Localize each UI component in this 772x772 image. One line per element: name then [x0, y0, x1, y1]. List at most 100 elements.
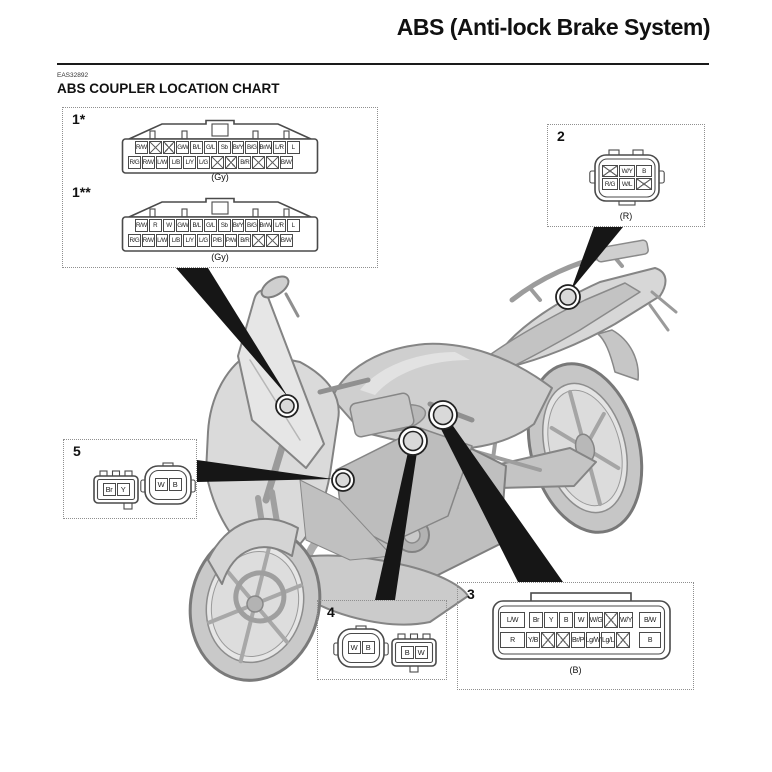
pin-cell: G/W — [176, 219, 190, 232]
pin-cell — [636, 178, 652, 190]
pin-cell: Br/W — [259, 141, 272, 154]
pin-cell: L/W — [155, 233, 169, 247]
callout-wedge-5 — [197, 460, 333, 482]
pin-cell: L/R — [272, 219, 286, 232]
callout-number-2: 2 — [557, 128, 565, 144]
callout-wedge-4 — [375, 452, 417, 600]
pin-cell: L/W — [500, 612, 525, 628]
section-heading: ABS COUPLER LOCATION CHART — [57, 81, 280, 96]
pin-cell: B — [639, 632, 661, 648]
pin-cell: L/W — [155, 155, 169, 169]
pin-cell: R/W — [141, 155, 155, 169]
pin-cell — [541, 632, 555, 648]
pin-cell — [210, 155, 224, 169]
callout-wedge-1 — [176, 268, 288, 397]
rear-signals — [648, 290, 678, 332]
pin-cell — [148, 141, 162, 154]
tank-highlight — [360, 352, 470, 395]
callout-number-5: 5 — [73, 443, 81, 459]
callout-marker-2 — [555, 284, 581, 310]
pin-cell: B/G — [245, 141, 259, 154]
connector-housing — [140, 462, 196, 505]
callout-wedge-2 — [571, 227, 623, 290]
pin-cell: R — [500, 632, 525, 648]
pin-cell: W/G — [589, 612, 603, 628]
pin-cell: L/G — [196, 233, 210, 247]
pin-cell: R/W — [135, 219, 148, 232]
pin-cell: W/Y — [619, 612, 633, 628]
pin-cell — [224, 155, 238, 169]
pin-cell: Br/Y — [231, 141, 245, 154]
pin-cell — [252, 233, 265, 247]
pin-cell: B/R — [238, 155, 252, 169]
pin-cell — [602, 165, 618, 177]
coupler-color-label: (R) — [619, 211, 633, 221]
pin-cell — [162, 141, 176, 154]
pin-cell: Y — [544, 612, 558, 628]
pin-cell — [265, 155, 279, 169]
pin-cell: Br — [529, 612, 543, 628]
pin-cell: B — [361, 641, 375, 654]
pin-cell: R/G — [128, 155, 141, 169]
section-code: EAS32892 — [57, 72, 89, 79]
pin-cell: Y — [116, 482, 130, 496]
pin-cell — [252, 155, 265, 169]
pin-cell: R/W — [135, 141, 148, 154]
pin-cell: L/Y — [183, 155, 196, 169]
pin-cell: Y/B — [526, 632, 540, 648]
pin-cell: B/W — [279, 155, 293, 169]
brake-disc — [233, 570, 287, 624]
pin-cell: Br — [102, 482, 116, 496]
pin-cell: B/W — [279, 233, 293, 247]
pin-cell: R/W — [141, 233, 155, 247]
coupler-color-label: (Gy) — [211, 172, 229, 182]
pin-cell: L/B — [169, 233, 183, 247]
instrument-cluster — [349, 392, 415, 438]
pin-cell — [616, 632, 630, 648]
pin-cell: B — [636, 165, 652, 177]
pin-cell: W — [414, 645, 428, 659]
callout-wedge-3 — [440, 423, 563, 582]
pin-column: L/W R — [500, 612, 525, 648]
pin-cell: L — [286, 141, 300, 154]
pin-cell: B/R — [238, 233, 252, 247]
pin-cell: B/G — [245, 219, 259, 232]
pin-cell: B/L — [190, 219, 203, 232]
pin-cell: Br/P — [571, 632, 585, 648]
pin-cell: B — [559, 612, 573, 628]
belly-pan — [267, 554, 469, 626]
pin-cell: Lg/W — [586, 632, 601, 648]
pin-cell: Sb — [217, 141, 231, 154]
pin-cell: Br/Y — [231, 219, 245, 232]
pin-cell: P/B — [210, 233, 224, 247]
pin-cell: B — [168, 478, 182, 491]
mirror — [260, 275, 290, 299]
pin-cell: Br/W — [259, 219, 272, 232]
connector-housing — [333, 625, 389, 668]
pin-cell: L/B — [169, 155, 183, 169]
page-title: ABS (Anti-lock Brake System) — [396, 14, 711, 40]
pin-cell: L/R — [272, 141, 286, 154]
callout-marker-1 — [275, 394, 299, 418]
pin-cell — [265, 233, 279, 247]
pin-cell: R/G — [602, 178, 618, 190]
pin-cell: W/Y — [619, 165, 635, 177]
pin-cell: L — [286, 219, 300, 232]
callout-number-4: 4 — [327, 604, 335, 620]
pin-cell: W — [154, 478, 168, 491]
